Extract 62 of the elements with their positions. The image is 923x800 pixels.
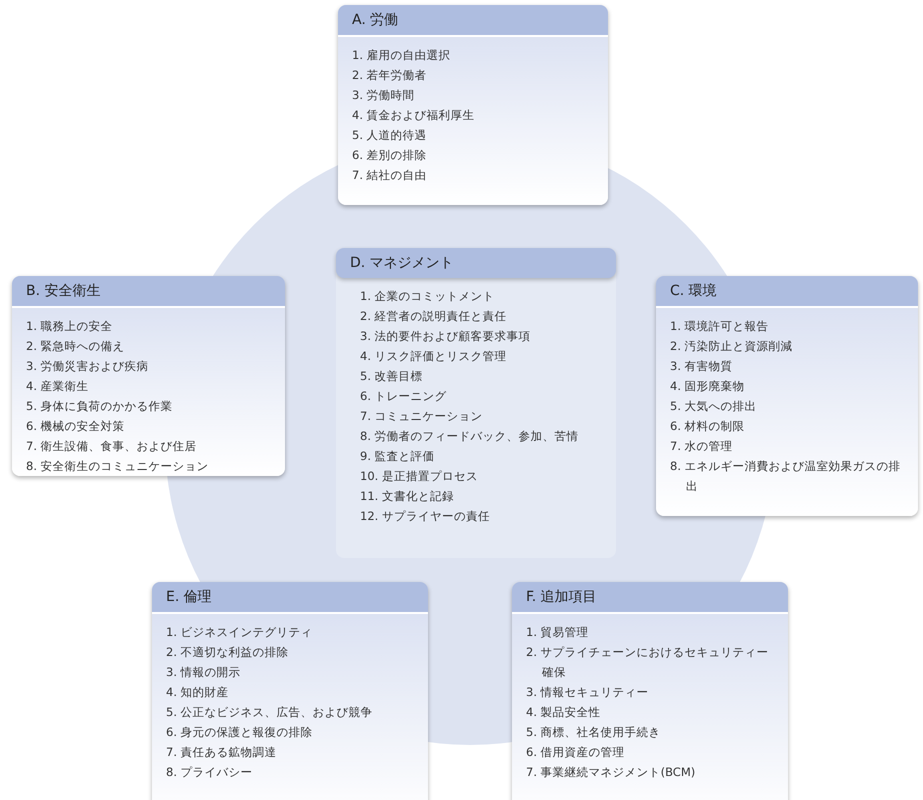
list-item: 2. 不適切な利益の排除 (166, 644, 290, 661)
category-card (12, 276, 285, 476)
category-card (512, 582, 788, 800)
list-item: 6. 機械の安全対策 (26, 418, 126, 435)
category-card (338, 5, 608, 205)
list-item: 5. 人道的待遇 (352, 127, 428, 144)
list-item: 5. 商標、社名使用手続き (526, 724, 662, 741)
list-item: 1. 雇用の自由選択 (352, 47, 452, 64)
card-heading: F. 追加項目 (512, 582, 788, 614)
list-item: 2. 緊急時への備え (26, 338, 126, 355)
list-item: 5. 大気への排出 (670, 398, 758, 415)
list-item: 1. 職務上の安全 (26, 318, 114, 335)
list-item: 3. 情報セキュリティー (526, 684, 650, 701)
card-heading: B. 安全衛生 (12, 276, 285, 308)
list-item: 1. 貿易管理 (526, 624, 590, 641)
list-item: 1. 企業のコミットメント (360, 288, 496, 305)
heading-bar: D. マネジメント (336, 248, 616, 278)
list-item: 8. 労働者のフィードバック、参加、苦情 (360, 428, 580, 445)
list-item: 1. 環境許可と報告 (670, 318, 770, 335)
list-item: 3. 法的要件および顧客要求事項 (360, 328, 532, 345)
list-item: 7. 水の管理 (670, 438, 734, 455)
list-item: 4. 製品安全性 (526, 704, 602, 721)
category-card (152, 582, 428, 800)
list-item: 3. 情報の開示 (166, 664, 242, 681)
list-item: 5. 改善目標 (360, 368, 424, 385)
list-item: 5. 身体に負荷のかかる作業 (26, 398, 174, 415)
list-item: 5. 公正なビジネス、広告、および競争 (166, 704, 374, 721)
list-item: 9. 監査と評価 (360, 448, 436, 465)
list-item: 7. 責任ある鉱物調達 (166, 744, 278, 761)
list-item: 11. 文書化と記録 (360, 488, 455, 505)
list-item: 2. 汚染防止と資源削減 (670, 338, 794, 355)
list-item: 12. サプライヤーの責任 (360, 508, 491, 525)
list-item: 4. 賃金および福利厚生 (352, 107, 476, 124)
list-item: 6. トレーニング (360, 388, 448, 405)
category-card (656, 276, 918, 516)
card-heading: C. 環境 (656, 276, 918, 308)
list-item: 3. 有害物質 (670, 358, 734, 375)
card-heading: A. 労働 (338, 5, 608, 37)
list-item: 3. 労働災害および疾病 (26, 358, 150, 375)
list-item: 6. 身元の保護と報復の排除 (166, 724, 314, 741)
list-item: 8. 安全衛生のコミュニケーション (26, 458, 210, 475)
list-item: 10. 是正措置プロセス (360, 468, 479, 485)
list-item: 1. ビジネスインテグリティ (166, 624, 314, 641)
list-item: 8. プライバシー (166, 764, 254, 781)
card-heading: E. 倫理 (152, 582, 428, 614)
list-item: 7. 衛生設備、食事、および住居 (26, 438, 198, 455)
list-item: 6. 借用資産の管理 (526, 744, 626, 761)
list-item: 7. コミュニケーション (360, 408, 484, 425)
list-item: 6. 差別の排除 (352, 147, 428, 164)
list-item: 3. 労働時間 (352, 87, 416, 104)
list-item: 2. 若年労働者 (352, 67, 428, 84)
category-panel (336, 248, 616, 558)
list-item: 4. リスク評価とリスク管理 (360, 348, 508, 365)
list-item: 4. 知的財産 (166, 684, 230, 701)
list-item: 8. エネルギー消費および温室効果ガスの排出 (670, 458, 902, 495)
list-item: 4. 産業衛生 (26, 378, 90, 395)
list-item: 7. 事業継続マネジメント(BCM) (526, 764, 696, 781)
list-item: 2. サプライチェーンにおけるセキュリティー確保 (526, 644, 770, 681)
list-item: 2. 経営者の説明責任と責任 (360, 308, 508, 325)
list-item: 6. 材料の制限 (670, 418, 746, 435)
list-item: 4. 固形廃棄物 (670, 378, 746, 395)
list-item: 7. 結社の自由 (352, 167, 428, 184)
